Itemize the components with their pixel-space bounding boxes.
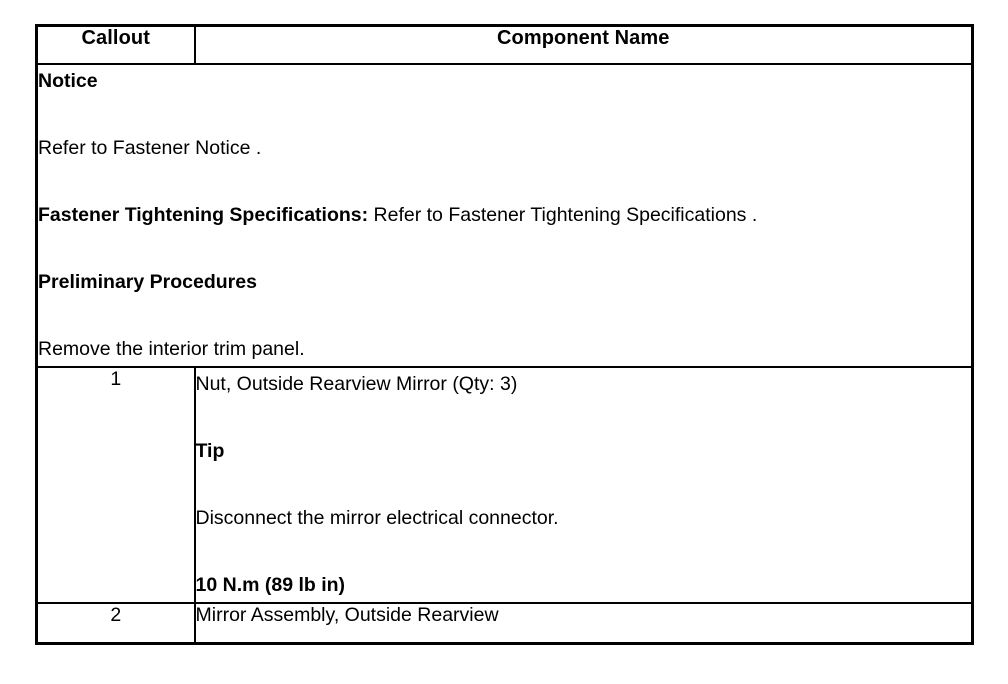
paragraph-spacer [38, 299, 971, 333]
component-name-nut-outside-rearview-mirror: Nut, Outside Rearview Mirror (Qty: 3) [195, 373, 518, 395]
component-name-mirror-assembly: Mirror Assembly, Outside Rearview [193, 602, 974, 645]
description-block: Nut, Outside Rearview Mirror (Qty: 3) Ti… [196, 368, 972, 602]
table-body: Notice Refer to Fastener Notice . Fasten… [35, 63, 974, 645]
paragraph-spacer [196, 535, 972, 569]
notice-row: Notice Refer to Fastener Notice . Fasten… [35, 63, 974, 368]
paragraph-spacer [38, 165, 971, 199]
component-paragraph: Nut, Outside Rearview Mirror (Qty: 3) [196, 368, 972, 401]
paragraph-spacer [38, 232, 971, 266]
notice-heading-fastener-tightening-specifications: Fastener Tightening Specifications: [38, 204, 369, 226]
callout-number-2: 2 [35, 602, 196, 645]
component-paragraph: Disconnect the mirror electrical connect… [196, 502, 972, 535]
paragraph-spacer [196, 468, 972, 502]
tip-text-disconnect-connector: Disconnect the mirror electrical connect… [195, 507, 559, 529]
table-row: 1 Nut, Outside Rearview Mirror (Qty: 3) … [35, 366, 974, 604]
table-header: Callout Component Name [35, 24, 974, 65]
table-row: 2 Mirror Assembly, Outside Rearview [35, 602, 974, 645]
notice-heading-notice: Notice [38, 70, 98, 92]
callout-table: Callout Component Name Notice Refer to F… [35, 24, 974, 645]
tip-heading: Tip [195, 440, 225, 462]
notice-text-fastener-notice: Refer to Fastener Notice . [38, 137, 262, 159]
torque-specification: 10 N.m (89 lb in) [195, 574, 346, 596]
notice-paragraph: Preliminary Procedures [38, 266, 971, 299]
notice-paragraph: Fastener Tightening Specifications: Refe… [38, 199, 971, 232]
notice-cell: Notice Refer to Fastener Notice . Fasten… [35, 63, 974, 368]
notice-heading-preliminary-procedures: Preliminary Procedures [38, 271, 257, 293]
paragraph-spacer [196, 401, 972, 435]
notice-paragraph: Refer to Fastener Notice . [38, 132, 971, 165]
component-description-cell-1: Nut, Outside Rearview Mirror (Qty: 3) Ti… [193, 366, 974, 604]
notice-paragraph: Notice [38, 65, 971, 98]
component-paragraph: Tip [196, 435, 972, 468]
notice-block: Notice Refer to Fastener Notice . Fasten… [38, 65, 971, 366]
callout-number-1: 1 [35, 366, 196, 604]
notice-paragraph: Remove the interior trim panel. [38, 333, 971, 366]
column-header-component-name: Component Name [193, 24, 974, 65]
paragraph-spacer [38, 98, 971, 132]
component-paragraph: 10 N.m (89 lb in) [196, 569, 972, 602]
table-header-row: Callout Component Name [35, 24, 974, 65]
notice-text-remove-interior-trim-panel: Remove the interior trim panel. [38, 338, 305, 360]
notice-text-fastener-tightening-specifications: Refer to Fastener Tightening Specificati… [368, 204, 758, 226]
column-header-callout: Callout [35, 24, 196, 65]
